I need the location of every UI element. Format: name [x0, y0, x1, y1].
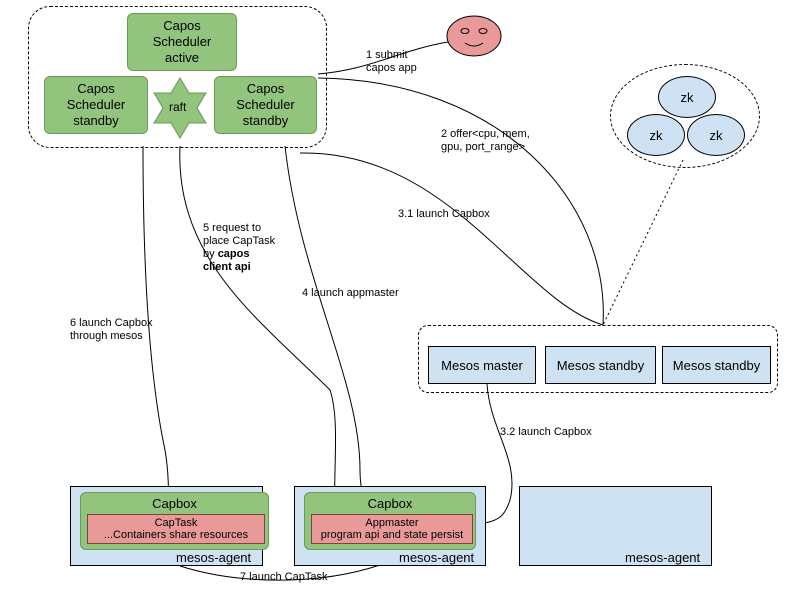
- submit-arrow-line: [317, 41, 449, 75]
- request-line-2: place CapTask: [203, 235, 276, 247]
- request-line-3: by capos: [203, 248, 275, 261]
- launch-appmaster-line: [284, 145, 368, 516]
- launch-capbox-32-line: [484, 383, 513, 524]
- offer-arrow-line: [317, 77, 604, 326]
- capbox-1-label: Capbox: [152, 496, 197, 511]
- launch-capbox-31-label: 3.1 launch Capbox: [398, 208, 490, 220]
- offer-label: 2 offer<cpu, mem, gpu, port_range>: [441, 128, 530, 153]
- zk-node[interactable]: zk: [627, 114, 685, 156]
- capos-scheduler-active[interactable]: Capos Scheduler active: [127, 13, 237, 71]
- mesos-agent-2-label: mesos-agent: [399, 550, 475, 565]
- zk-node[interactable]: zk: [658, 76, 716, 118]
- mesos-cluster: [418, 325, 778, 393]
- scheduler-cluster: [28, 6, 327, 148]
- captask-detail: ...Containers share resources: [103, 529, 249, 541]
- appmaster-box[interactable]: Appmaster program api and state persist: [311, 514, 473, 544]
- zookeeper-cluster: [610, 64, 760, 168]
- request-captask-label: 5 request to place CapTask by capos clie…: [203, 222, 275, 274]
- request-client-api: client api: [203, 261, 251, 273]
- capos-scheduler-standby-left[interactable]: Capos Scheduler standby: [44, 76, 148, 134]
- mesos-master[interactable]: Mesos master: [428, 346, 536, 384]
- launch-captask-line: [179, 564, 381, 581]
- mesos-agent-3-label: mesos-agent: [625, 550, 701, 565]
- request-by: by: [203, 248, 215, 260]
- raft-label: raft: [169, 100, 187, 114]
- zookeeper-link-line: [602, 159, 684, 326]
- mesos-agent-1-label: mesos-agent: [176, 550, 252, 565]
- request-line-1: 5 request to: [203, 222, 262, 234]
- capos-scheduler-standby-right[interactable]: Capos Scheduler standby: [214, 76, 317, 134]
- launch-capbox-32-label: 3.2 launch Capbox: [500, 426, 592, 438]
- request-captask-line: [179, 145, 337, 516]
- zk-node[interactable]: zk: [687, 114, 745, 156]
- mesos-agent-3[interactable]: [519, 486, 712, 566]
- request-capos: capos: [217, 248, 250, 260]
- captask-box[interactable]: CapTask ...Containers share resources: [87, 514, 265, 544]
- capbox-2-label: Capbox: [367, 496, 413, 511]
- appmaster-detail: program api and state persist: [320, 529, 464, 541]
- submit-label: 1 submit capos app: [366, 49, 417, 74]
- launch-captask-label: 7 launch CapTask: [240, 571, 328, 583]
- mesos-standby[interactable]: Mesos standby: [662, 346, 771, 384]
- appmaster-title: Appmaster: [365, 517, 419, 529]
- smiley-face-icon: [446, 15, 502, 57]
- captask-title: CapTask: [154, 517, 198, 529]
- launch-through-mesos-label: 6 launch Capbox through mesos: [70, 317, 153, 342]
- mesos-standby[interactable]: Mesos standby: [545, 346, 656, 384]
- launch-capbox-31-line: [299, 152, 604, 326]
- request-line-4: client api: [203, 261, 275, 274]
- launch-appmaster-label: 4 launch appmaster: [302, 287, 399, 299]
- raft-star-icon: [153, 77, 207, 139]
